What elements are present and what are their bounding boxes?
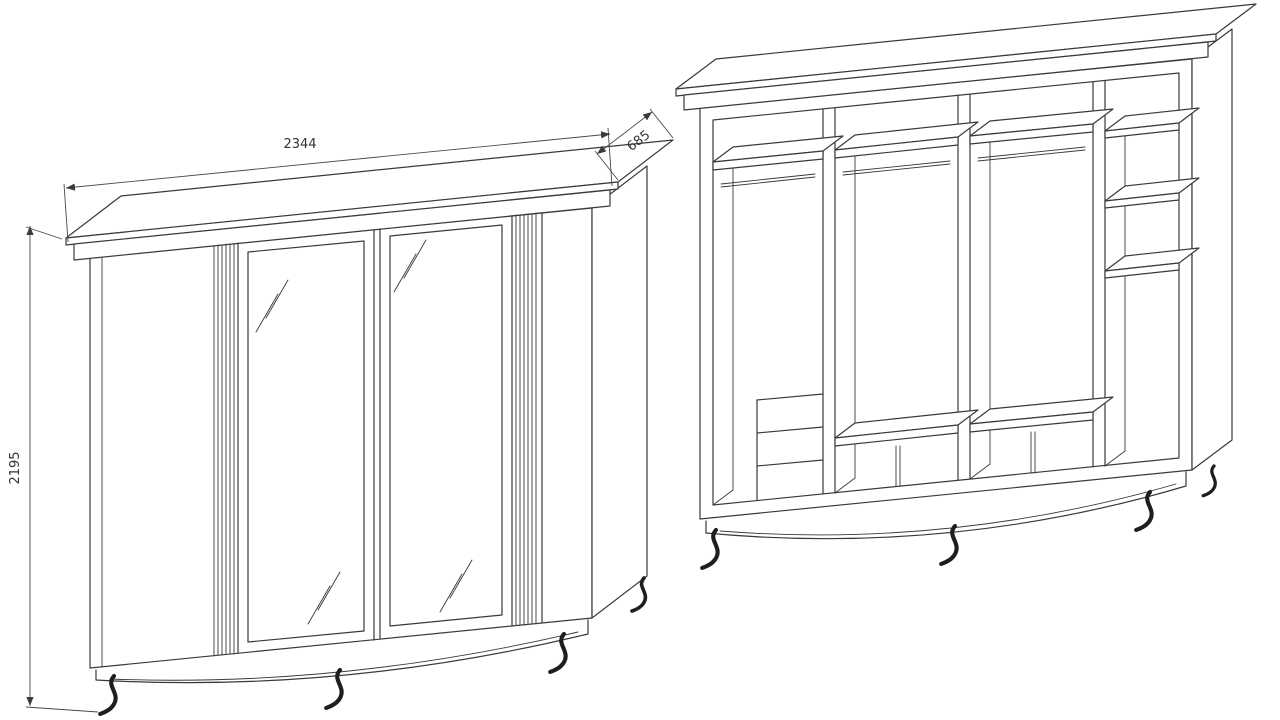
side-shelf-column [1104, 107, 1200, 279]
base-apron-front [95, 619, 589, 684]
mid-shelf-section3-edge [969, 411, 1094, 433]
carcass-right-side [591, 165, 648, 619]
cornice-interior [675, 3, 1257, 111]
interior-view [675, 3, 1257, 568]
mid-shelf-section2-edge [834, 424, 959, 447]
mirror-glass-marks-left [255, 279, 341, 625]
interior-right-side [1191, 28, 1233, 471]
top-shelves [712, 108, 1114, 171]
top-shelf-section3-edge [969, 123, 1094, 145]
sliding-doors [213, 212, 543, 657]
fluted-strip-left [213, 243, 235, 657]
fluted-strip-right [515, 212, 543, 626]
interior-carcass [699, 28, 1233, 520]
mid-shelves [834, 396, 1114, 487]
interior-front-middle-leg [941, 526, 956, 564]
base-apron-inner-line [109, 631, 579, 681]
base-and-legs-interior [702, 464, 1217, 568]
front-right-leg [550, 634, 565, 672]
interior-back-right-leg [1201, 464, 1217, 498]
side-shelf-3-edge [1104, 262, 1180, 279]
side-shelf-2-edge [1104, 192, 1180, 209]
mirror-pane-right [389, 224, 503, 627]
base-and-legs-front [95, 576, 648, 714]
cornice-front-band-interior [683, 41, 1209, 111]
mirror-door-right [379, 215, 513, 640]
interior-inner-frame [712, 72, 1180, 506]
height-dimension-label: 2195 [8, 451, 23, 484]
width-dimension: 2344 [63, 127, 613, 243]
top-shelf-section2-edge [834, 136, 959, 159]
cornice-front-band [73, 189, 611, 261]
interior-front-left-leg [702, 530, 717, 568]
width-dimension-label: 2344 [283, 137, 316, 152]
base-apron-interior-inner-line [719, 483, 1177, 536]
front-left-leg [100, 676, 115, 714]
top-shelf-section1-edge [712, 150, 824, 171]
mirror-glass-marks-right [393, 239, 473, 613]
front-view: 2344 685 2195 [8, 108, 674, 714]
hanging-rods [720, 146, 1086, 188]
mirror-pane-left [247, 240, 365, 643]
height-dimension: 2195 [8, 226, 99, 713]
side-shelf-1-edge [1104, 122, 1180, 139]
drawer-stack [756, 393, 824, 501]
base-apron-interior [705, 471, 1187, 540]
mirror-door-left [237, 229, 375, 654]
